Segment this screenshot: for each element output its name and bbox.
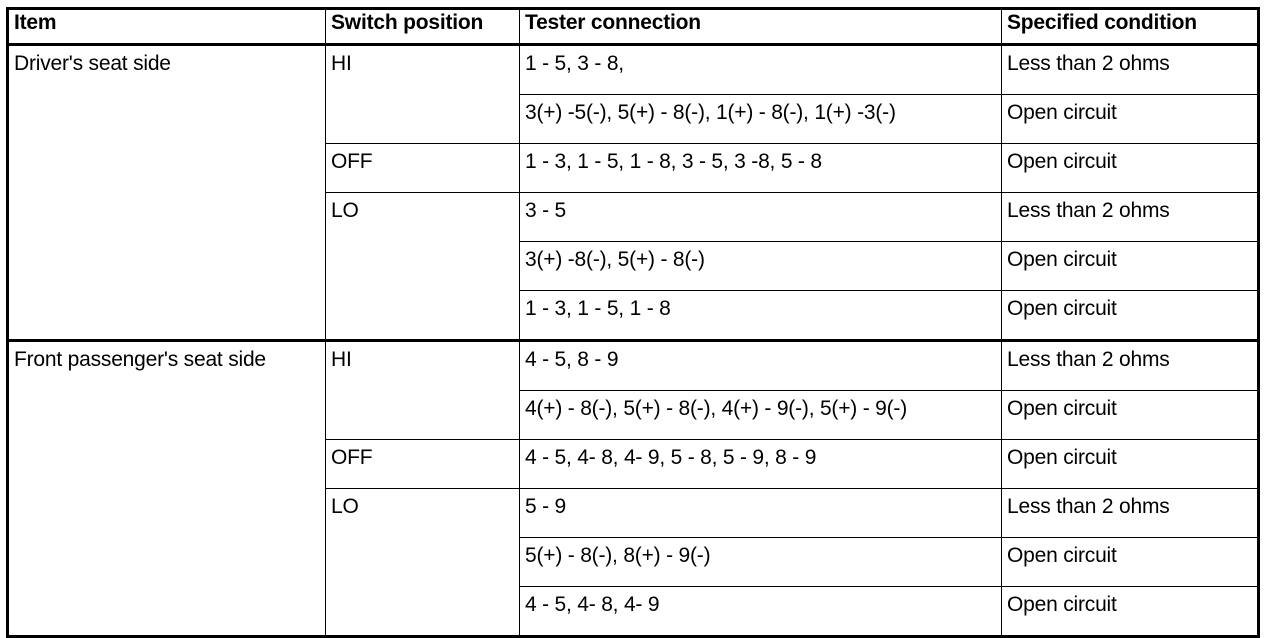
inspection-spec-table: Item Switch position Tester connection S… (6, 7, 1260, 638)
specified-condition-cell: Open circuit (1001, 143, 1259, 193)
specified-condition-cell: Less than 2 ohms (1001, 192, 1259, 242)
table-row: 4(+) - 8(-), 5(+) - 8(-), 4(+) - 9(-), 5… (8, 390, 1259, 440)
tester-connection-cell: 3(+) -5(-), 5(+) - 8(-), 1(+) - 8(-), 1(… (519, 94, 1002, 144)
specified-condition-cell: Less than 2 ohms (1001, 339, 1259, 391)
table-sheet: Item Switch position Tester connection S… (6, 7, 1260, 638)
item-cell: Driver's seat side (7, 44, 326, 341)
switch-position-cell: LO (325, 192, 520, 341)
specified-condition-cell: Open circuit (1001, 241, 1259, 291)
switch-position-cell: HI (325, 339, 520, 440)
switch-position-cell: OFF (325, 439, 520, 489)
switch-position-cell: LO (325, 488, 520, 637)
tester-connection-cell: 5(+) - 8(-), 8(+) - 9(-) (519, 537, 1002, 587)
tester-connection-cell: 4 - 5, 4- 8, 4- 9, 5 - 8, 5 - 9, 8 - 9 (519, 439, 1002, 489)
table-header: Item Switch position Tester connection S… (7, 8, 1259, 46)
tester-connection-cell: 1 - 3, 1 - 5, 1 - 8, 3 - 5, 3 -8, 5 - 8 (519, 143, 1002, 193)
specified-condition-cell: Open circuit (1001, 290, 1259, 341)
switch-position-cell: HI (325, 44, 520, 144)
tester-connection-cell: 1 - 3, 1 - 5, 1 - 8 (519, 290, 1002, 341)
tester-connection-cell: 3(+) -8(-), 5(+) - 8(-) (519, 241, 1002, 291)
table-row: 3(+) -5(-), 5(+) - 8(-), 1(+) - 8(-), 1(… (8, 94, 1259, 144)
tester-connection-cell: 3 - 5 (519, 192, 1002, 242)
tester-connection-cell: 4 - 5, 8 - 9 (519, 339, 1002, 391)
column-header-item: Item (7, 8, 326, 46)
specified-condition-cell: Less than 2 ohms (1001, 488, 1259, 538)
column-header-condition: Specified condition (1001, 8, 1259, 46)
specified-condition-cell: Open circuit (1001, 94, 1259, 144)
switch-position-cell: OFF (325, 143, 520, 193)
header-row: Item Switch position Tester connection S… (7, 8, 1259, 46)
tester-connection-cell: 5 - 9 (519, 488, 1002, 538)
specified-condition-cell: Open circuit (1001, 586, 1259, 637)
column-header-tester: Tester connection (519, 8, 1002, 46)
column-header-switch: Switch position (325, 8, 520, 46)
tester-connection-cell: 1 - 5, 3 - 8, (519, 44, 1002, 95)
tester-connection-cell: 4 - 5, 4- 8, 4- 9 (519, 586, 1002, 637)
tester-connection-cell: 4(+) - 8(-), 5(+) - 8(-), 4(+) - 9(-), 5… (519, 390, 1002, 440)
specified-condition-cell: Open circuit (1001, 390, 1259, 440)
table-row: 3(+) -8(-), 5(+) - 8(-)Open circuit (8, 241, 1259, 291)
specified-condition-cell: Open circuit (1001, 439, 1259, 489)
specified-condition-cell: Open circuit (1001, 537, 1259, 587)
item-cell: Front passenger's seat side (7, 339, 326, 637)
specified-condition-cell: Less than 2 ohms (1001, 44, 1259, 95)
